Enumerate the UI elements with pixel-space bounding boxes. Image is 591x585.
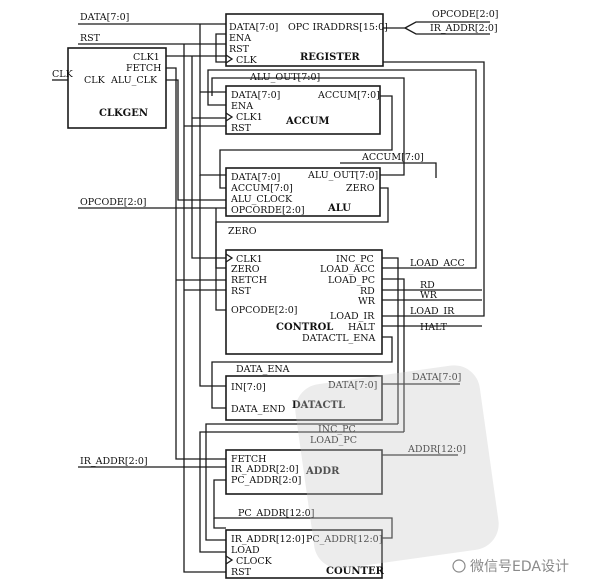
control-title: CONTROL [276, 322, 333, 333]
loadir-signal-label: LOAD_IR [410, 306, 455, 317]
control-loadpc-port: LOAD_PC [328, 275, 375, 286]
register-title: REGISTER [300, 52, 360, 63]
control-zero-port: ZERO [231, 264, 260, 275]
counter-pcaddr-port: PC_ADDR[12:0] [306, 534, 382, 545]
wr-signal-label: WR [420, 290, 438, 301]
signal-labels: DATA[7:0] RST CLK OPCODE[2:0] IR_ADDR[2:… [52, 9, 499, 519]
rst-input-label: RST [80, 33, 101, 44]
control-block: CLK1 ZERO RETCH RST OPCODE[2:0] INC_PC L… [225, 249, 383, 355]
clkgen-fetch-port: FETCH [126, 63, 161, 74]
zero-bus-label: ZERO [228, 226, 257, 237]
clkgen-aluclk-port: ALU_CLK [110, 75, 158, 86]
watermark-seal [295, 365, 499, 569]
control-rd-port: RD [360, 286, 375, 297]
wires [52, 21, 490, 573]
control-incpc-port: INC_PC [336, 254, 374, 265]
wechat-icon [452, 559, 466, 573]
watermark: 微信号EDA设计 [295, 365, 569, 575]
dataena-signal-label: DATA_ENA [236, 364, 290, 375]
watermark-text: 微信号EDA设计 [470, 559, 569, 575]
clk-input-label: CLK [52, 69, 74, 80]
pcaddr-bus-label: PC_ADDR[12:0] [238, 508, 314, 519]
counter-iraddr-port: IR_ADDR[12:0] [231, 534, 305, 545]
accum-rst-port: RST [231, 123, 252, 134]
alu-block: DATA[7:0] ACCUM[7:0] ALU_CLOCK OPCORDE[2… [225, 167, 381, 217]
loadacc-signal-label: LOAD_ACC [410, 258, 465, 269]
accum-out-port: ACCUM[7:0] [317, 90, 380, 101]
accum-data-port: DATA[7:0] [231, 90, 280, 101]
register-clock-mark [225, 54, 234, 64]
accum-clk1-port: CLK1 [236, 112, 263, 123]
addr-pcaddr-port: PC_ADDR[2:0] [231, 475, 301, 486]
datactl-in-port: IN[7:0] [231, 382, 266, 393]
opcode-output-label: OPCODE[2:0] [432, 9, 499, 20]
control-clk1-port: CLK1 [236, 254, 263, 265]
alu-title: ALU [327, 203, 351, 214]
accum-ena-port: ENA [231, 101, 253, 112]
clkgen-clk-port: CLK [84, 75, 106, 86]
datactl-title: DATACTL [292, 400, 345, 411]
counter-rst-port: RST [231, 567, 252, 578]
datactl-block: IN[7:0] DATA_END DATA[7:0] DATACTL [225, 375, 383, 421]
alu-data-port: DATA[7:0] [231, 172, 280, 183]
alu-clock-port: ALU_CLOCK [230, 194, 293, 205]
counter-clock-mark [225, 555, 234, 565]
iraddr-output-label: IR_ADDR[2:0] [430, 23, 498, 34]
addr-title: ADDR [305, 466, 340, 477]
counter-block: IR_ADDR[12:0] LOAD CLOCK RST PC_ADDR[12:… [225, 529, 385, 579]
control-clock-mark [225, 253, 234, 263]
rd-signal-label: RD [420, 280, 435, 291]
control-opcode-port: OPCODE[2:0] [231, 305, 298, 316]
counter-title: COUNTER [326, 566, 385, 577]
register-rst-port: RST [229, 44, 250, 55]
register-data-port: DATA[7:0] [229, 22, 278, 33]
alu-accum-port: ACCUM[7:0] [230, 183, 293, 194]
control-loadacc-port: LOAD_ACC [320, 264, 375, 275]
accum-block: DATA[7:0] ENA CLK1 RST ACCUM[7:0] ACCUM [225, 85, 381, 135]
register-clk-port: CLK [236, 55, 258, 66]
register-block: DATA[7:0] ENA RST CLK OPC IRADDRS[15:0] … [225, 13, 388, 67]
clkgen-title: CLKGEN [99, 108, 148, 119]
datactl-data-port: DATA[7:0] [328, 380, 377, 391]
accum-bus-label: ACCUM[7:0] [361, 152, 424, 163]
control-datactlena-port: DATACTL_ENA [302, 333, 376, 344]
incpc-signal-label: INC_PC [318, 424, 356, 435]
control-halt-port: HALT [348, 322, 376, 333]
alu-zero-port: ZERO [346, 183, 375, 194]
counter-clock-port: CLOCK [236, 556, 273, 567]
control-rst-port: RST [231, 286, 252, 297]
control-wr-port: WR [358, 296, 376, 307]
accum-clock-mark [225, 112, 234, 122]
alu-opcode-port: OPCORDE[2:0] [231, 205, 305, 216]
datactl-dataend-port: DATA_END [231, 404, 286, 415]
register-ena-port: ENA [229, 33, 251, 44]
counter-load-port: LOAD [231, 545, 260, 556]
opcode-input-label: OPCODE[2:0] [80, 197, 147, 208]
addr-iraddr-port: IR_ADDR[2:0] [231, 464, 299, 475]
halt-signal-label: HALT [420, 322, 448, 333]
loadpc-signal-label: LOAD_PC [310, 435, 357, 446]
addr-fetch-port: FETCH [231, 454, 266, 465]
alu-out-port: ALU_OUT[7:0] [307, 170, 378, 181]
data-output-label: DATA[7:0] [412, 372, 461, 383]
control-fetch-port: RETCH [231, 275, 267, 286]
addr-block: FETCH IR_ADDR[2:0] PC_ADDR[2:0] ADDR [225, 449, 383, 495]
iraddr-input-label: IR_ADDR[2:0] [80, 456, 148, 467]
data-input-label: DATA[7:0] [80, 12, 129, 23]
clkgen-block: CLK1 FETCH CLK ALU_CLK CLKGEN [67, 47, 167, 129]
control-loadir-port: LOAD_IR [330, 311, 375, 322]
clkgen-clk1-port: CLK1 [133, 52, 160, 63]
register-opc-port: OPC IRADDRS[15:0] [288, 22, 388, 33]
aluout-bus-label: ALU_OUT[7:0] [249, 72, 320, 83]
addr-output-label: ADDR[12:0] [407, 444, 466, 455]
accum-title: ACCUM [285, 116, 329, 127]
